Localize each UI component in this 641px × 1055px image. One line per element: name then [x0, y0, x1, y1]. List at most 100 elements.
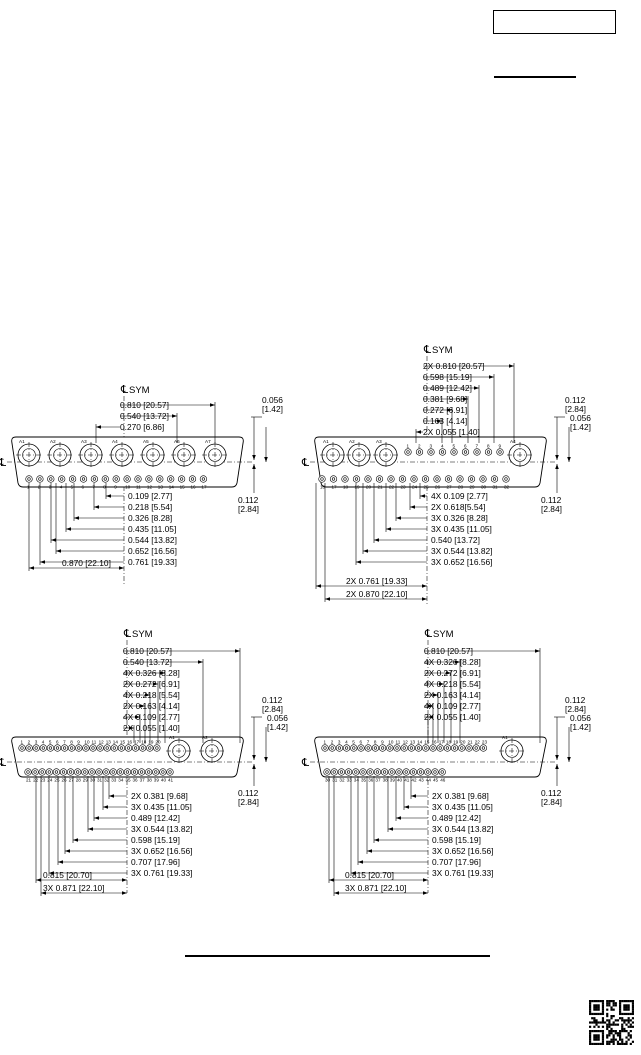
horizontal-centerline-symbol: ℄: [301, 757, 309, 769]
qr-module: [625, 1040, 628, 1043]
signal-contact-number: 14: [417, 740, 423, 745]
signal-contact-pin: [125, 477, 129, 481]
signal-contact-pin: [361, 770, 365, 774]
signal-contact-pin: [486, 450, 491, 454]
qr-module: [629, 1042, 632, 1045]
large-contact-label: A3: [376, 439, 382, 444]
sym-dimension-label: 4X 0.109 [2.77]: [123, 712, 180, 722]
bottom-dimension-label: 0.707 [17.96]: [432, 857, 481, 867]
signal-contact-pin: [411, 770, 416, 774]
dimension-arrowhead: [140, 704, 145, 708]
signal-contact-number: 1: [324, 740, 327, 745]
qr-module: [608, 1034, 611, 1037]
dimension-arrowhead: [325, 597, 330, 601]
signal-contact-number: 15: [424, 740, 430, 745]
dimension-arrowhead: [153, 682, 158, 686]
signal-contact-number: 39: [390, 778, 396, 783]
signal-contact-pin: [354, 770, 358, 774]
signal-contact-pin: [132, 770, 137, 774]
signal-contact-pin: [417, 746, 421, 750]
signal-contact-number: 28: [458, 485, 464, 490]
signal-contact-number: 13: [106, 740, 112, 745]
qr-module: [627, 1012, 630, 1016]
qr-module: [595, 1019, 598, 1022]
qr-module: [599, 1000, 602, 1003]
signal-contact-pin: [70, 477, 75, 481]
qr-module: [601, 1036, 605, 1039]
sym-dimension-label: 4X 0.218 [5.54]: [424, 679, 481, 689]
signal-contact-number: 34: [354, 778, 360, 783]
qr-module: [606, 1008, 609, 1011]
signal-contact-number: 1: [407, 444, 410, 449]
sym-dimension-label: 0.270 [6.86]: [120, 422, 164, 432]
signal-contact-pin: [412, 477, 416, 481]
bottom-dimension-label: 0.489 [12.42]: [131, 813, 180, 823]
qr-module: [623, 1042, 626, 1045]
qr-module: [608, 1000, 611, 1003]
bottom-dimension-label: 0.761 [19.33]: [128, 557, 177, 567]
dimension-arrowhead: [567, 457, 571, 462]
signal-contact-number: 12: [403, 740, 409, 745]
qr-module: [631, 1025, 634, 1028]
qr-module: [595, 1006, 598, 1009]
signal-contact-pin: [445, 746, 450, 750]
signal-contact-number: 5: [453, 444, 456, 449]
qr-module: [591, 1021, 594, 1024]
qr-module: [612, 1030, 615, 1033]
qr-module: [599, 1042, 602, 1045]
signal-contact-number: 41: [168, 778, 174, 783]
signal-contact-number: 25: [424, 485, 430, 490]
dimension-arrowhead: [329, 878, 334, 882]
qr-module: [593, 1000, 596, 1003]
qr-module: [614, 1038, 617, 1041]
qr-module: [631, 1006, 634, 1009]
qr-module: [599, 1030, 602, 1033]
signal-contact-number: 20: [460, 740, 466, 745]
dimension-arrowhead: [410, 505, 415, 509]
signal-contact-number: 33: [347, 778, 353, 783]
qr-module: [625, 1000, 628, 1003]
qr-module: [595, 1042, 598, 1045]
signal-contact-number: 27: [447, 485, 453, 490]
dimension-arrowhead: [88, 827, 93, 831]
signal-contact-pin: [381, 746, 385, 750]
signal-contact-pin: [347, 770, 351, 774]
qr-module: [608, 1019, 611, 1022]
qr-module: [623, 1030, 626, 1033]
qr-module: [616, 1019, 620, 1022]
qr-module: [616, 1034, 620, 1037]
signal-contact-pin: [190, 477, 195, 481]
signal-contact-number: 16: [127, 740, 133, 745]
signal-contact-pin: [154, 770, 158, 774]
signal-contact-pin: [48, 746, 53, 750]
right-dimension-label: 0.112: [565, 695, 586, 705]
qr-module: [621, 1030, 624, 1033]
qr-module: [631, 1004, 634, 1007]
bottom-dimension-label: 0.652 [16.56]: [128, 546, 177, 556]
signal-contact-pin: [366, 746, 370, 750]
signal-contact-number: 26: [435, 485, 441, 490]
sym-dimension-label: 2X 0.163 [4.14]: [424, 690, 481, 700]
overall-dimension-label: 2X 0.761 [19.33]: [346, 576, 407, 586]
qr-module: [593, 1030, 596, 1033]
signal-contact-pin: [438, 746, 442, 750]
signal-contact-pin: [417, 450, 422, 454]
dimension-arrowhead: [439, 682, 444, 686]
qr-module: [606, 1025, 609, 1028]
qr-module: [589, 1008, 592, 1011]
signal-contact-number: 17: [439, 740, 445, 745]
qr-module: [612, 1038, 615, 1041]
signal-contact-number: 18: [141, 740, 147, 745]
signal-contact-pin: [419, 770, 423, 774]
dimension-arrowhead: [351, 871, 356, 875]
dimension-arrowhead: [40, 560, 45, 564]
qr-module: [621, 1017, 624, 1020]
right-dimension-label: [1.42]: [267, 722, 288, 732]
large-contact-label: A4: [112, 439, 118, 444]
signal-contact-number: 22: [475, 740, 481, 745]
right-dimension-label: 0.112: [262, 695, 283, 705]
signal-contact-number: 30: [481, 485, 487, 490]
signal-contact-pin: [433, 770, 437, 774]
qr-module: [593, 1017, 596, 1020]
qr-module: [612, 1008, 615, 1011]
